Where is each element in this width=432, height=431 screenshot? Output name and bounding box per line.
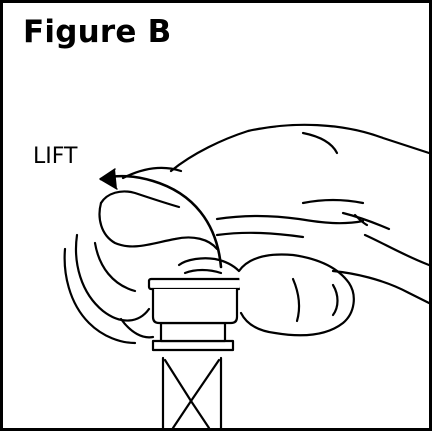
vial-cap (147, 277, 243, 325)
vial-collar (151, 321, 235, 352)
vial (161, 356, 223, 428)
hand (63, 123, 429, 345)
lift-arrow (99, 168, 223, 269)
illustration (63, 123, 429, 428)
lift-label: LIFT (33, 144, 78, 169)
figure-title: Figure B (23, 14, 172, 50)
